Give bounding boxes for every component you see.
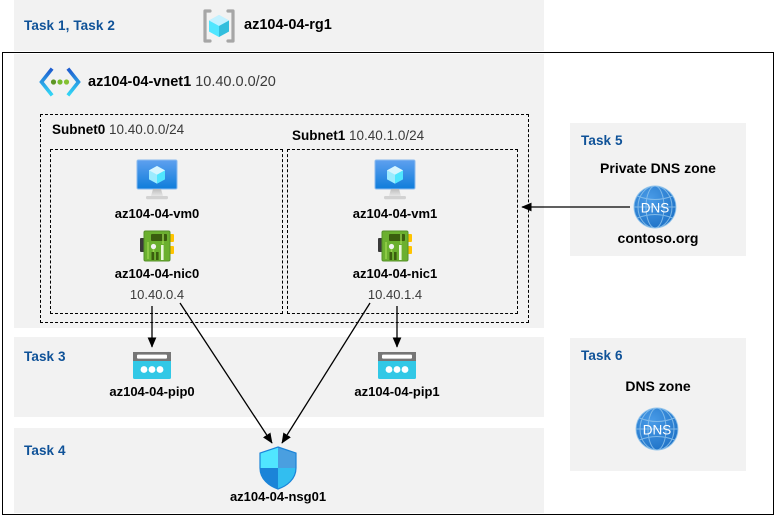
subnet0-prefix: 10.40.0.0/24 xyxy=(109,122,185,137)
subnet1-name: Subnet1 xyxy=(292,128,346,143)
vm1-name: az104-04-vm1 xyxy=(352,206,438,221)
diagram-outer-border xyxy=(2,52,774,515)
virtual-machine-icon xyxy=(372,157,418,203)
subnet1-box xyxy=(287,149,518,314)
nic0-name: az104-04-nic0 xyxy=(114,266,200,281)
dns-icon-text: DNS xyxy=(643,423,672,438)
resource-group-header-band xyxy=(14,0,544,51)
network-security-group-icon xyxy=(258,446,298,490)
subnet0-box xyxy=(50,149,283,314)
vnet-name: az104-04-vnet1 xyxy=(88,74,192,90)
public-ip-address-icon xyxy=(132,350,172,382)
pip1-name: az104-04-pip1 xyxy=(354,384,440,399)
task-label-6: Task 6 xyxy=(581,348,623,363)
task-label-3: Task 3 xyxy=(24,349,66,364)
resource-group-icon xyxy=(200,7,238,45)
task-label-5: Task 5 xyxy=(581,133,623,148)
task-label-1-2: Task 1, Task 2 xyxy=(24,18,115,33)
subnet0-name: Subnet0 xyxy=(52,122,106,137)
subnet1-prefix: 10.40.1.0/24 xyxy=(349,128,425,143)
vnet-title: az104-04-vnet1 10.40.0.0/20 xyxy=(88,74,276,90)
vnet-address-space: 10.40.0.0/20 xyxy=(195,74,276,90)
public-ip-panel xyxy=(14,337,544,417)
nic0-private-ip: 10.40.0.4 xyxy=(129,287,185,302)
dns-zone-heading: DNS zone xyxy=(625,378,691,394)
network-interface-icon xyxy=(376,228,414,264)
vnet-panel xyxy=(14,54,544,328)
nic1-name: az104-04-nic1 xyxy=(352,266,438,281)
virtual-network-icon xyxy=(38,66,82,98)
dns-icon-text: DNS xyxy=(641,201,670,216)
task-label-4: Task 4 xyxy=(24,443,66,458)
nic1-private-ip: 10.40.1.4 xyxy=(367,287,423,302)
pip0-name: az104-04-pip0 xyxy=(109,384,195,399)
vm0-name: az104-04-vm0 xyxy=(114,206,200,221)
subnet0-title: Subnet0 10.40.0.0/24 xyxy=(52,122,184,137)
private-dns-zone-name: contoso.org xyxy=(617,230,699,246)
resource-group-name: az104-04-rg1 xyxy=(244,17,332,33)
subnet1-title: Subnet1 10.40.1.0/24 xyxy=(292,128,424,143)
virtual-machine-icon xyxy=(134,157,180,203)
nsg-name: az104-04-nsg01 xyxy=(229,489,327,504)
public-ip-address-icon xyxy=(377,350,417,382)
private-dns-zone-heading: Private DNS zone xyxy=(600,160,716,176)
dns-zone-icon: DNS xyxy=(632,184,678,230)
network-interface-icon xyxy=(138,228,176,264)
dns-zone-icon: DNS xyxy=(634,406,680,452)
